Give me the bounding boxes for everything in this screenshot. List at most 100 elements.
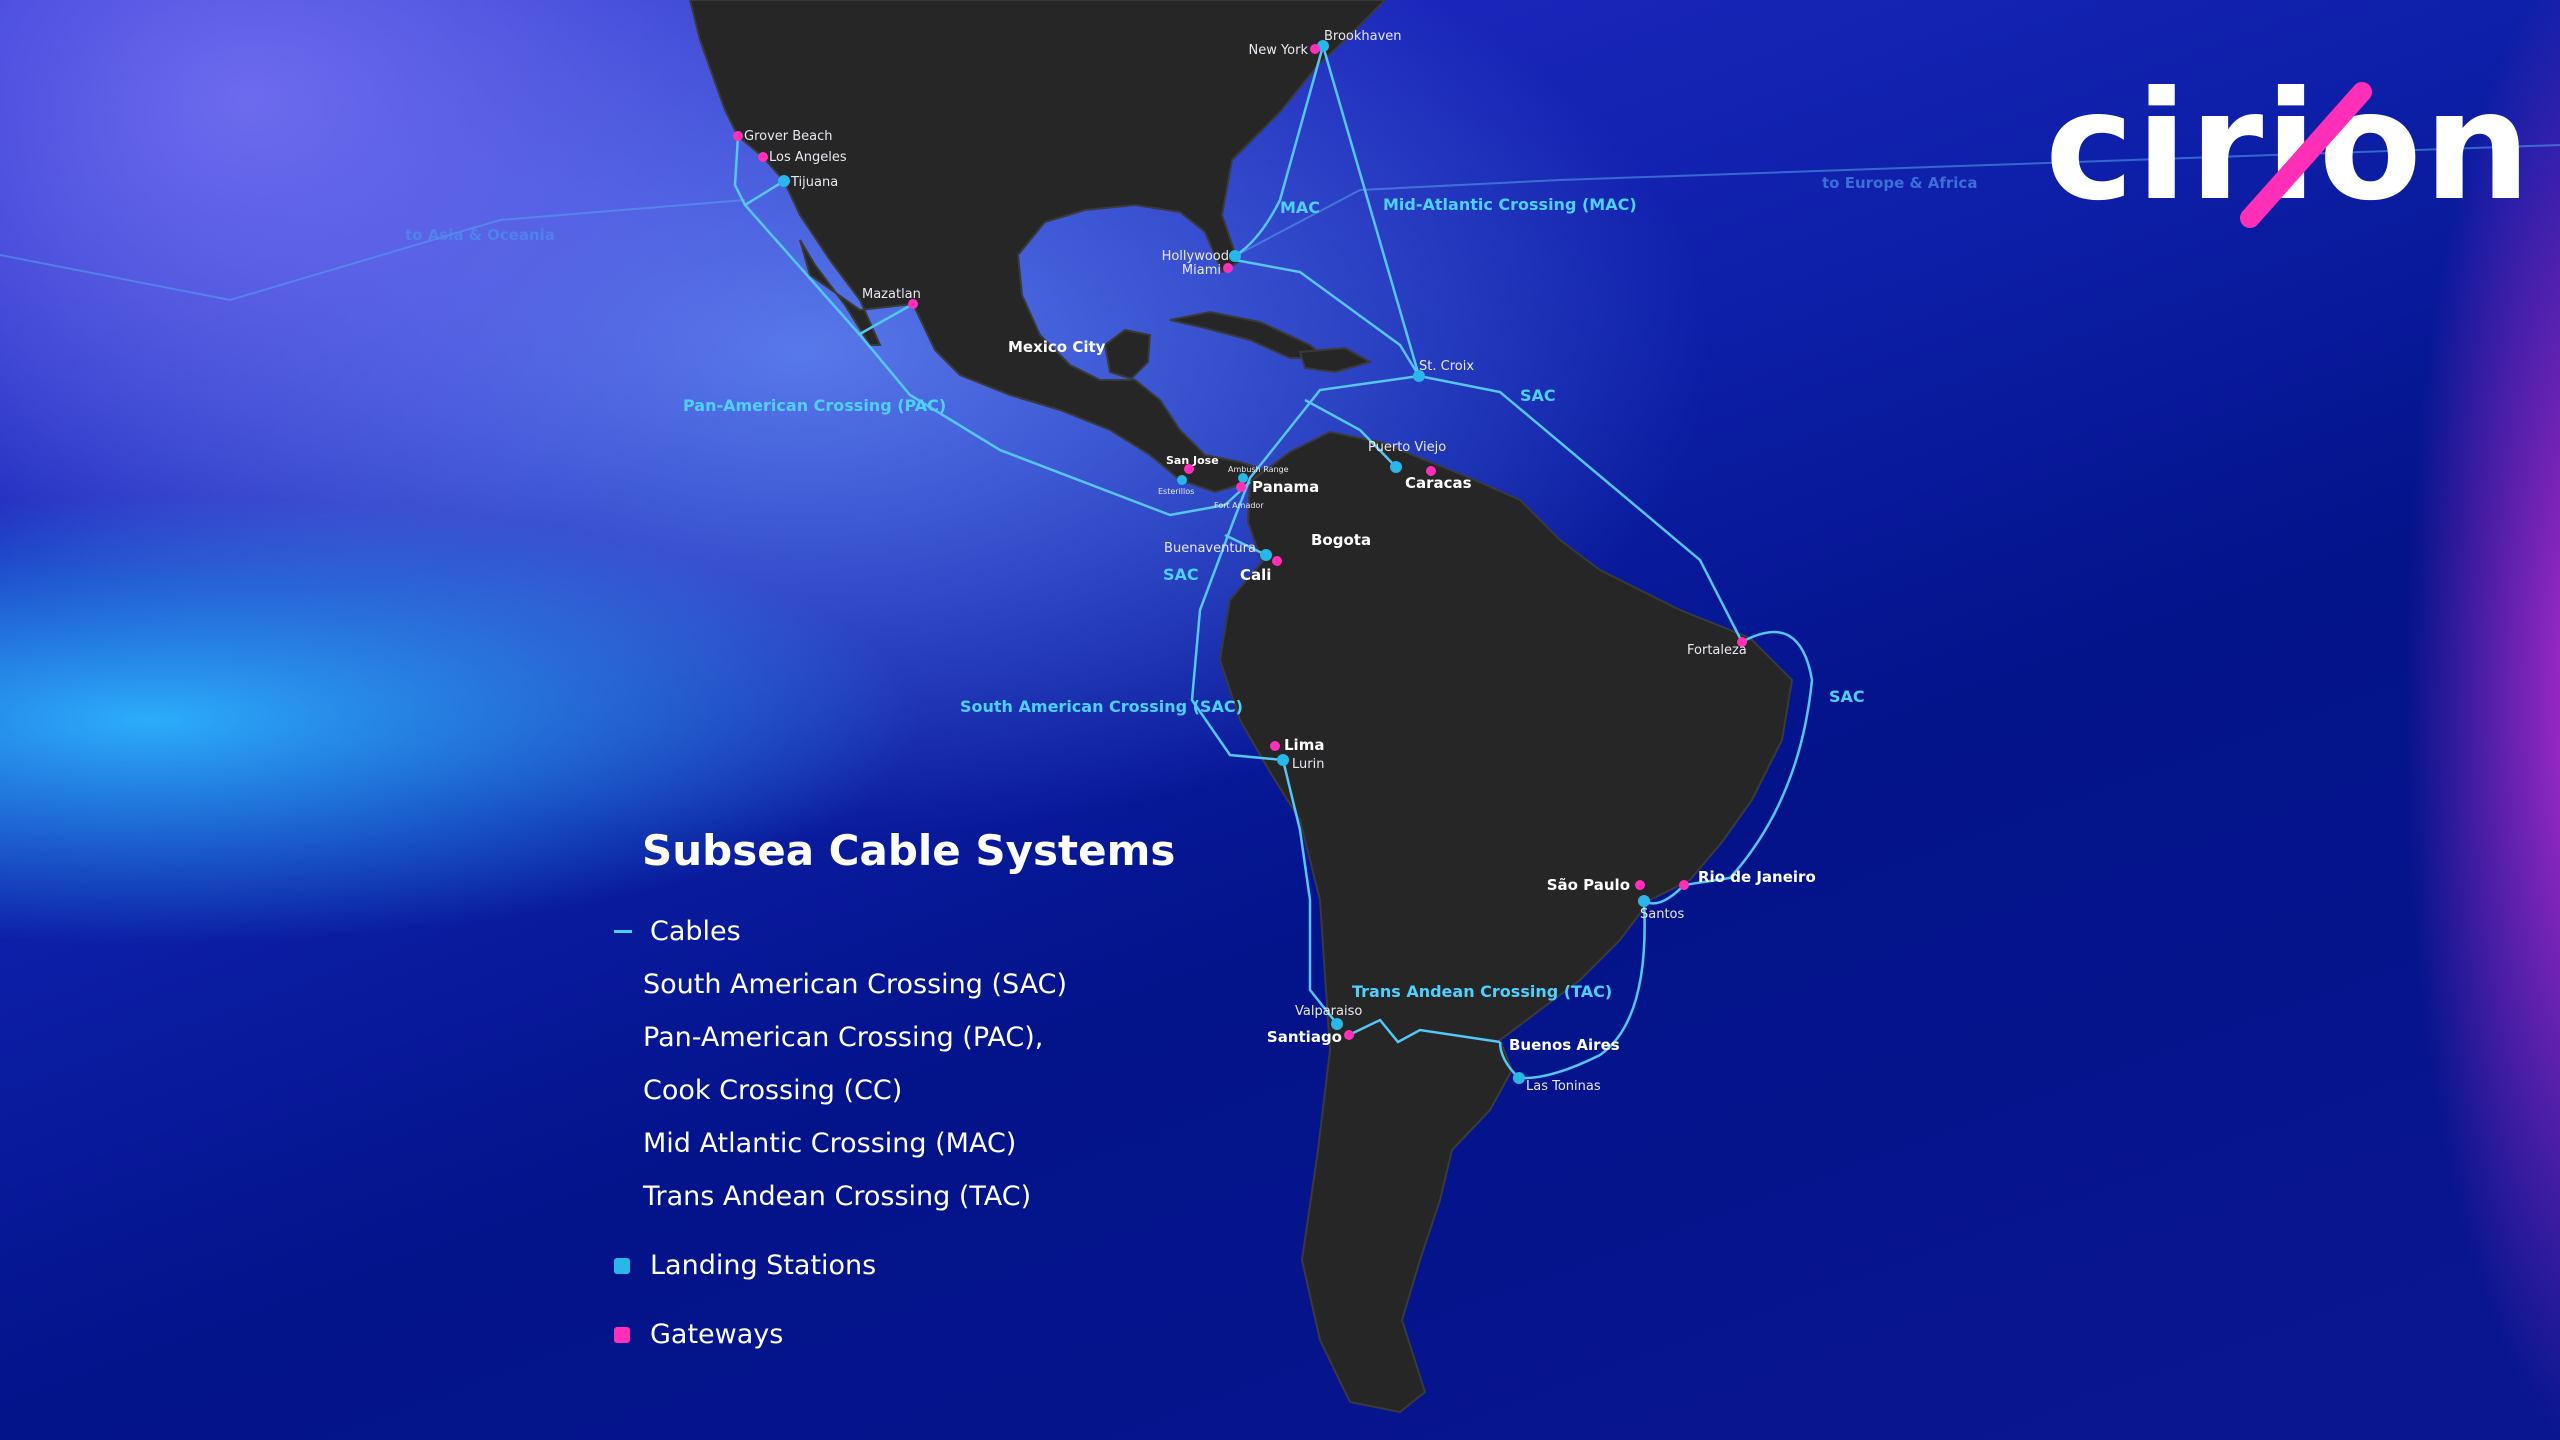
gateway[interactable] [1679, 880, 1689, 890]
legend-cable-item: Trans Andean Crossing (TAC) [614, 1170, 1175, 1223]
city-label: Miami [1182, 263, 1221, 278]
legend-cable-item: Cook Crossing (CC) [614, 1064, 1175, 1117]
europe-cable [1234, 144, 2560, 257]
legend-label: Pan-American Crossing (PAC), [643, 1022, 1044, 1053]
direction-label-europe: to Europe & Africa [1822, 174, 1977, 192]
legend-cable-item: Pan-American Crossing (PAC), [614, 1011, 1175, 1064]
city-label: Santiago [1267, 1028, 1342, 1046]
gateway[interactable] [1310, 44, 1320, 54]
legend: Subsea Cable Systems Cables South Americ… [614, 826, 1175, 1361]
cable-label-mac: MAC [1280, 198, 1320, 217]
legend-label: Trans Andean Crossing (TAC) [643, 1181, 1032, 1212]
legend-label: Landing Stations [650, 1250, 877, 1281]
legend-label: Cables [650, 916, 741, 947]
city-label: Los Angeles [769, 150, 847, 165]
landing-station[interactable] [1177, 475, 1187, 485]
city-label: Esterillos [1158, 487, 1194, 496]
city-label: Lima [1284, 736, 1324, 754]
cable-label-sac: SAC [1829, 687, 1865, 706]
cable-line-icon [614, 930, 632, 933]
city-label: New York [1248, 43, 1308, 58]
gateway[interactable] [1184, 464, 1194, 474]
legend-cable-item: South American Crossing (SAC) [614, 958, 1175, 1011]
pac-branch-mazatlan [857, 302, 914, 337]
city-label: Lurin [1292, 757, 1324, 772]
sac-branch-puerto-viejo [1304, 398, 1397, 468]
city-label: Valparaiso [1295, 1004, 1362, 1019]
landing-station[interactable] [1238, 473, 1248, 483]
city-label: Rio de Janeiro [1698, 868, 1816, 886]
gateway[interactable] [758, 152, 768, 162]
landing-station[interactable] [1331, 1018, 1343, 1030]
cable-label-sac: SAC [1520, 386, 1556, 405]
gateway[interactable] [1344, 1030, 1354, 1040]
landing-station[interactable] [1229, 250, 1241, 262]
gateways [733, 44, 1747, 1040]
direction-label-asia: to Asia & Oceania [405, 226, 555, 244]
legend-landing-stations: Landing Stations [614, 1239, 1175, 1292]
landing-station[interactable] [1260, 549, 1272, 561]
gateway[interactable] [1223, 263, 1233, 273]
gateway[interactable] [733, 131, 743, 141]
landing-station[interactable] [1413, 370, 1425, 382]
city-labels: Brookhaven New York Grover Beach Los Ang… [744, 29, 1816, 1094]
cable-labels: MAC Mid-Atlantic Crossing (MAC) SAC Pan-… [405, 174, 1977, 1001]
landing-station[interactable] [1390, 461, 1402, 473]
cable-label-sac: SAC [1163, 565, 1199, 584]
logo-accent-swoosh [2240, 82, 2372, 228]
legend-gateways: Gateways [614, 1308, 1175, 1361]
city-label: Mexico City [1008, 338, 1106, 356]
cirion-logo: cirion [2045, 60, 2533, 234]
hispaniola-land [1298, 346, 1373, 374]
legend-title: Subsea Cable Systems [642, 826, 1176, 875]
gateway[interactable] [908, 299, 918, 309]
gateway[interactable] [1635, 880, 1645, 890]
legend-label: Cook Crossing (CC) [643, 1075, 903, 1106]
asia-cable [0, 199, 746, 302]
city-label: Ambush Range [1228, 465, 1289, 474]
legend-label: Mid Atlantic Crossing (MAC) [643, 1128, 1017, 1159]
mac-cable-east [1321, 45, 1421, 377]
legend-cable-item: Mid Atlantic Crossing (MAC) [614, 1117, 1175, 1170]
gateway-icon [614, 1326, 630, 1343]
tac-cable [1348, 1018, 1501, 1044]
city-label: San Jose [1166, 454, 1219, 467]
landing-station[interactable] [1277, 754, 1289, 766]
sac-cable-west [1190, 374, 1420, 1025]
sac-cable-east [1418, 374, 1814, 1080]
pac-branch-tijuana [744, 179, 785, 207]
cables [0, 45, 2560, 1080]
cable-label-pac: Pan-American Crossing (PAC) [683, 396, 946, 415]
svg-text:cirion: cirion [2045, 60, 2533, 234]
pac-cable [733, 135, 1251, 517]
gateway[interactable] [1426, 466, 1436, 476]
city-label: Brookhaven [1324, 29, 1402, 44]
gateway[interactable] [1737, 637, 1747, 647]
city-label: São Paulo [1547, 876, 1630, 894]
city-label: Fortaleza [1687, 643, 1747, 658]
city-label: Grover Beach [744, 129, 833, 144]
city-label: Fort Amador [1214, 501, 1264, 510]
city-label: Mazatlan [862, 287, 921, 302]
city-label: Tijuana [790, 175, 838, 190]
cable-label-tac: Trans Andean Crossing (TAC) [1352, 982, 1612, 1001]
legend-cables: Cables [614, 905, 1175, 958]
legend-label: South American Crossing (SAC) [643, 969, 1068, 1000]
landing-station[interactable] [1513, 1072, 1525, 1084]
city-label: Caracas [1405, 474, 1472, 492]
mac-cable-caribbean [1234, 258, 1421, 377]
cable-label-sac-full: South American Crossing (SAC) [960, 697, 1243, 716]
city-label: Panama [1252, 478, 1319, 496]
city-label: St. Croix [1419, 359, 1474, 374]
gateway[interactable] [1272, 556, 1282, 566]
legend-label: Gateways [650, 1319, 784, 1350]
landing-station[interactable] [778, 175, 790, 187]
landing-station[interactable] [1638, 895, 1650, 907]
south-america-land [1218, 430, 1794, 1414]
gateway[interactable] [1270, 741, 1280, 751]
landmasses [688, 0, 1794, 1414]
gateway[interactable] [1236, 482, 1246, 492]
mac-cable [1234, 45, 1325, 258]
cable-label-mac-full: Mid-Atlantic Crossing (MAC) [1383, 195, 1637, 214]
